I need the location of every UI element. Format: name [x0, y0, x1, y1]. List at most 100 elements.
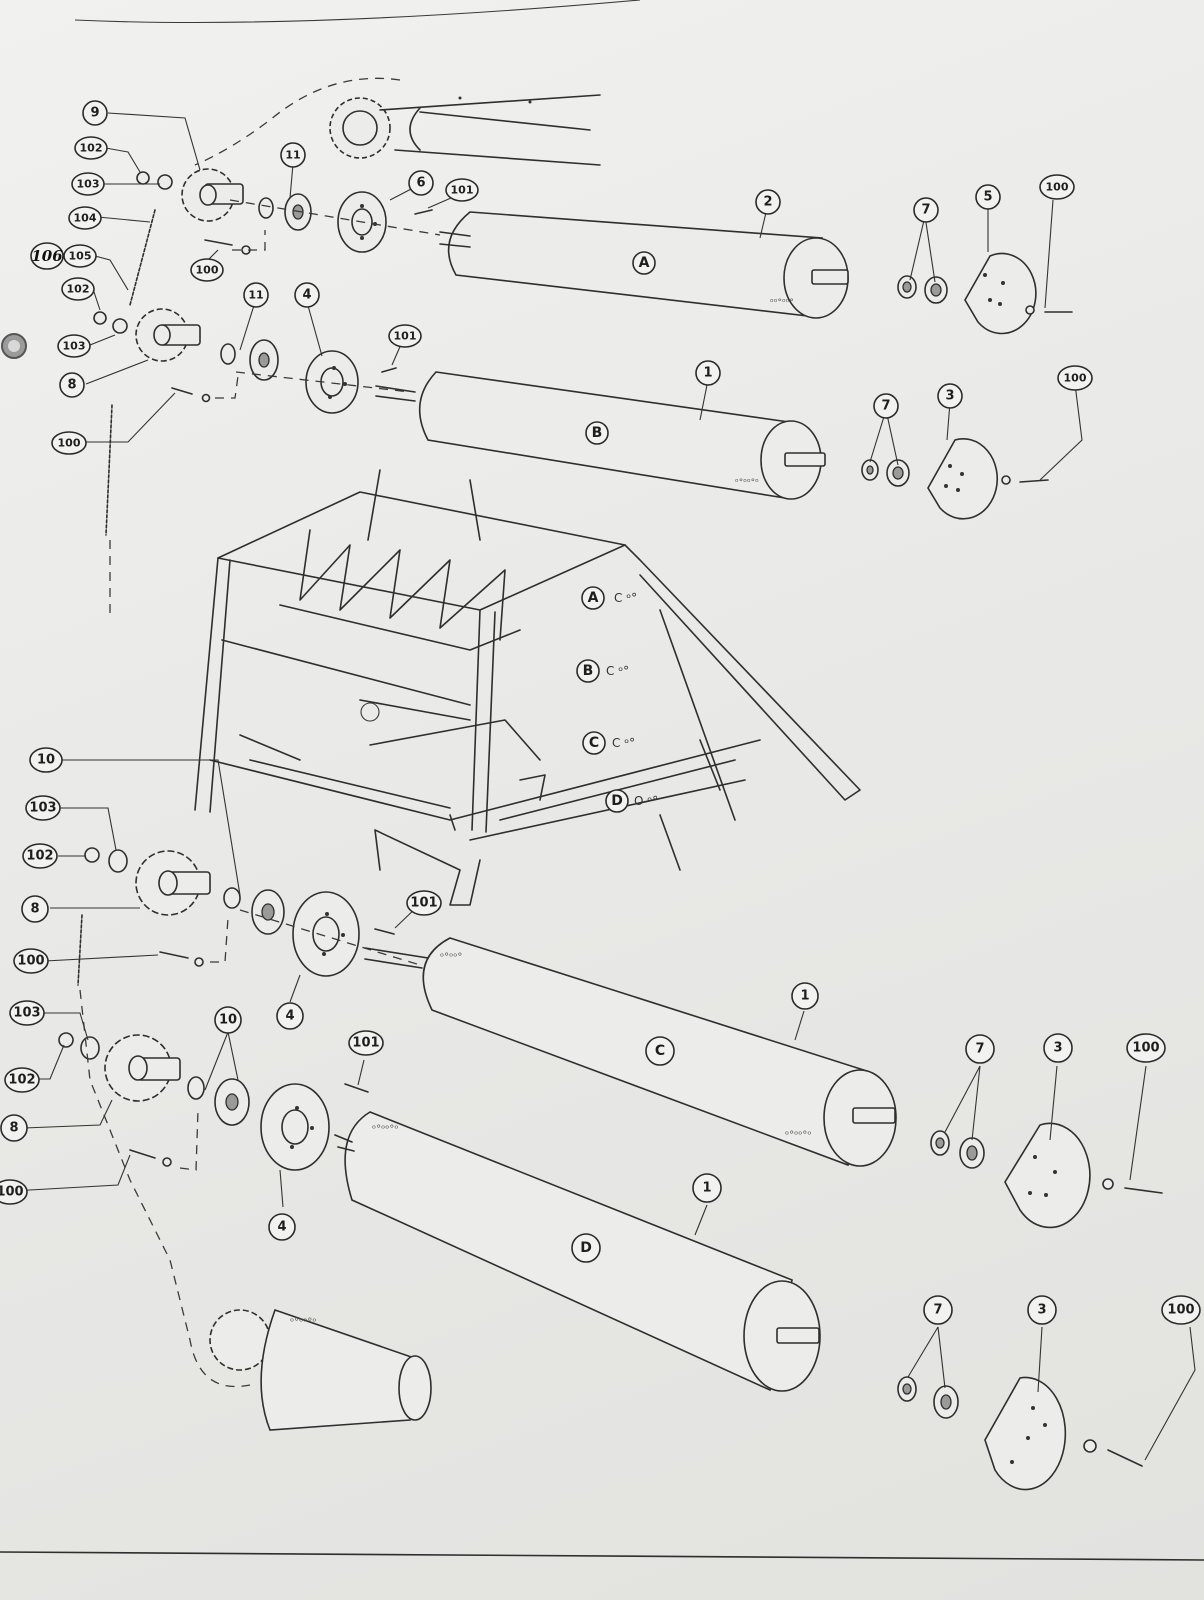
- flange-4-top-icon: [305, 350, 359, 414]
- callout-101-c: 101: [406, 890, 442, 916]
- callout-100-d: 100: [1057, 365, 1093, 391]
- svg-text:4: 4: [277, 1220, 286, 1235]
- svg-text:100: 100: [1046, 181, 1069, 194]
- svg-text:3: 3: [945, 389, 954, 404]
- svg-text:102: 102: [67, 283, 90, 296]
- key-pin-101-c-icon: [374, 928, 395, 935]
- bolt-100-d-right-icon: [1083, 1439, 1143, 1467]
- key-pin-101-upper-icon: [414, 209, 433, 215]
- svg-text:C ᵒ°: C ᵒ°: [612, 736, 635, 750]
- upper-shaft-sprocket-icon: [329, 94, 601, 166]
- svg-text:ᵒᵒ°ᵒᵒ°: ᵒᵒ°ᵒᵒ°: [770, 298, 794, 308]
- chain-104-icon: [129, 209, 156, 306]
- roller-a-label: A: [632, 251, 656, 275]
- callout-7-b: 7: [873, 393, 899, 419]
- sprocket-9-icon: [181, 168, 244, 222]
- svg-text:101: 101: [394, 330, 417, 343]
- roller-c-axis-line: [210, 909, 421, 966]
- svg-text:3: 3: [1053, 1041, 1062, 1056]
- svg-text:100: 100: [196, 264, 219, 277]
- bearing-10-c-icon: [223, 887, 285, 935]
- bearings-7-upper-icon: [897, 275, 948, 304]
- svg-text:104: 104: [74, 212, 97, 225]
- lower-drive-outline: [79, 989, 251, 1388]
- sprocket-8-middle-icon: [135, 850, 211, 916]
- svg-text:100: 100: [1132, 1041, 1159, 1056]
- callout-4-a: 4: [294, 282, 320, 308]
- washers-102-103-middle-icon: [84, 847, 128, 873]
- callout-100-a: 100: [51, 431, 87, 455]
- svg-text:1: 1: [703, 366, 712, 381]
- roller-a-axis-line: [229, 199, 441, 251]
- callout-100-b: 100: [190, 258, 224, 282]
- bearings-7-d-icon: [897, 1376, 959, 1419]
- callout-9: 9: [82, 100, 108, 126]
- callout-102-a: 102: [74, 136, 108, 160]
- upper-drive-outline: [194, 77, 401, 166]
- svg-text:ᵒ°ᵒᵒ°: ᵒ°ᵒᵒ°: [440, 952, 462, 963]
- callout-103-d: 103: [9, 1000, 45, 1026]
- svg-text:5: 5: [983, 190, 992, 205]
- svg-text:D: D: [611, 793, 623, 809]
- chain-long-icon: [105, 404, 113, 536]
- end-cap-3-d-icon: [984, 1376, 1067, 1491]
- callout-102-d: 102: [4, 1067, 40, 1093]
- leader-lines: [11, 112, 1196, 1461]
- svg-text:7: 7: [921, 203, 930, 218]
- roller-position-marker-b: B C ᵒ°: [576, 659, 629, 683]
- sprocket-8-lower-icon: [104, 1034, 181, 1102]
- sprocket-8-top-icon: [135, 308, 201, 362]
- svg-text:ᵒ°ᵒᵒ°ᵒ: ᵒ°ᵒᵒ°ᵒ: [290, 1317, 317, 1328]
- callout-100-e: 100: [13, 948, 49, 974]
- svg-text:O ᵒ°: O ᵒ°: [634, 794, 658, 808]
- callout-100-f: 100: [0, 1179, 28, 1205]
- svg-text:10: 10: [219, 1013, 237, 1028]
- bolt-100-a-right-icon: [1025, 305, 1073, 315]
- bottom-rule-line: [0, 1551, 1204, 1561]
- roller-d-label: D: [571, 1233, 601, 1263]
- svg-text:101: 101: [352, 1036, 379, 1051]
- callout-106-handwritten: 106: [30, 242, 64, 270]
- svg-text:8: 8: [9, 1121, 18, 1136]
- svg-text:7: 7: [881, 399, 890, 414]
- flange-4-d-icon: [260, 1083, 330, 1171]
- bolt-100-b-icon: [171, 387, 211, 403]
- callout-8-c: 8: [0, 1114, 28, 1142]
- roller-d-axis-line: [179, 1109, 199, 1171]
- svg-text:7: 7: [933, 1303, 942, 1318]
- svg-text:100: 100: [1064, 372, 1087, 385]
- callout-7-a: 7: [913, 197, 939, 223]
- end-cap-5-icon: [964, 252, 1037, 335]
- svg-text:103: 103: [77, 178, 100, 191]
- callout-7-d: 7: [923, 1295, 953, 1325]
- callout-8-b: 8: [21, 895, 49, 923]
- roller-position-marker-a: A C ᵒ°: [581, 586, 637, 610]
- svg-text:2: 2: [763, 195, 772, 210]
- svg-text:ᵒ°ᵒᵒ°ᵒ: ᵒ°ᵒᵒ°ᵒ: [785, 1130, 812, 1141]
- callout-2: 2: [755, 189, 781, 215]
- callout-10-b: 10: [214, 1006, 242, 1034]
- end-cap-3-b-icon: [927, 438, 999, 520]
- svg-text:1: 1: [702, 1181, 711, 1196]
- roller-c-label: C: [645, 1036, 675, 1066]
- svg-text:D: D: [580, 1240, 592, 1256]
- svg-text:C ᵒ°: C ᵒ°: [606, 664, 629, 678]
- svg-text:103: 103: [13, 1006, 40, 1021]
- svg-text:4: 4: [285, 1009, 294, 1024]
- callout-103-b: 103: [57, 334, 91, 358]
- svg-text:C: C: [589, 735, 599, 751]
- svg-text:11: 11: [248, 289, 263, 302]
- callout-11-a: 11: [280, 142, 306, 168]
- svg-text:B: B: [583, 663, 594, 679]
- bearings-7-b-icon: [861, 459, 910, 487]
- end-cap-3-c-icon: [1004, 1122, 1091, 1229]
- callout-10-a: 10: [29, 747, 63, 773]
- callout-102-b: 102: [61, 277, 95, 301]
- svg-text:103: 103: [29, 801, 56, 816]
- callout-100-g: 100: [1126, 1033, 1166, 1063]
- binder-ring-icon: [1, 333, 27, 359]
- bolt-100-c-right-icon: [1102, 1178, 1163, 1194]
- callout-105: 105: [63, 244, 97, 268]
- callout-1-d: 1: [692, 1173, 722, 1203]
